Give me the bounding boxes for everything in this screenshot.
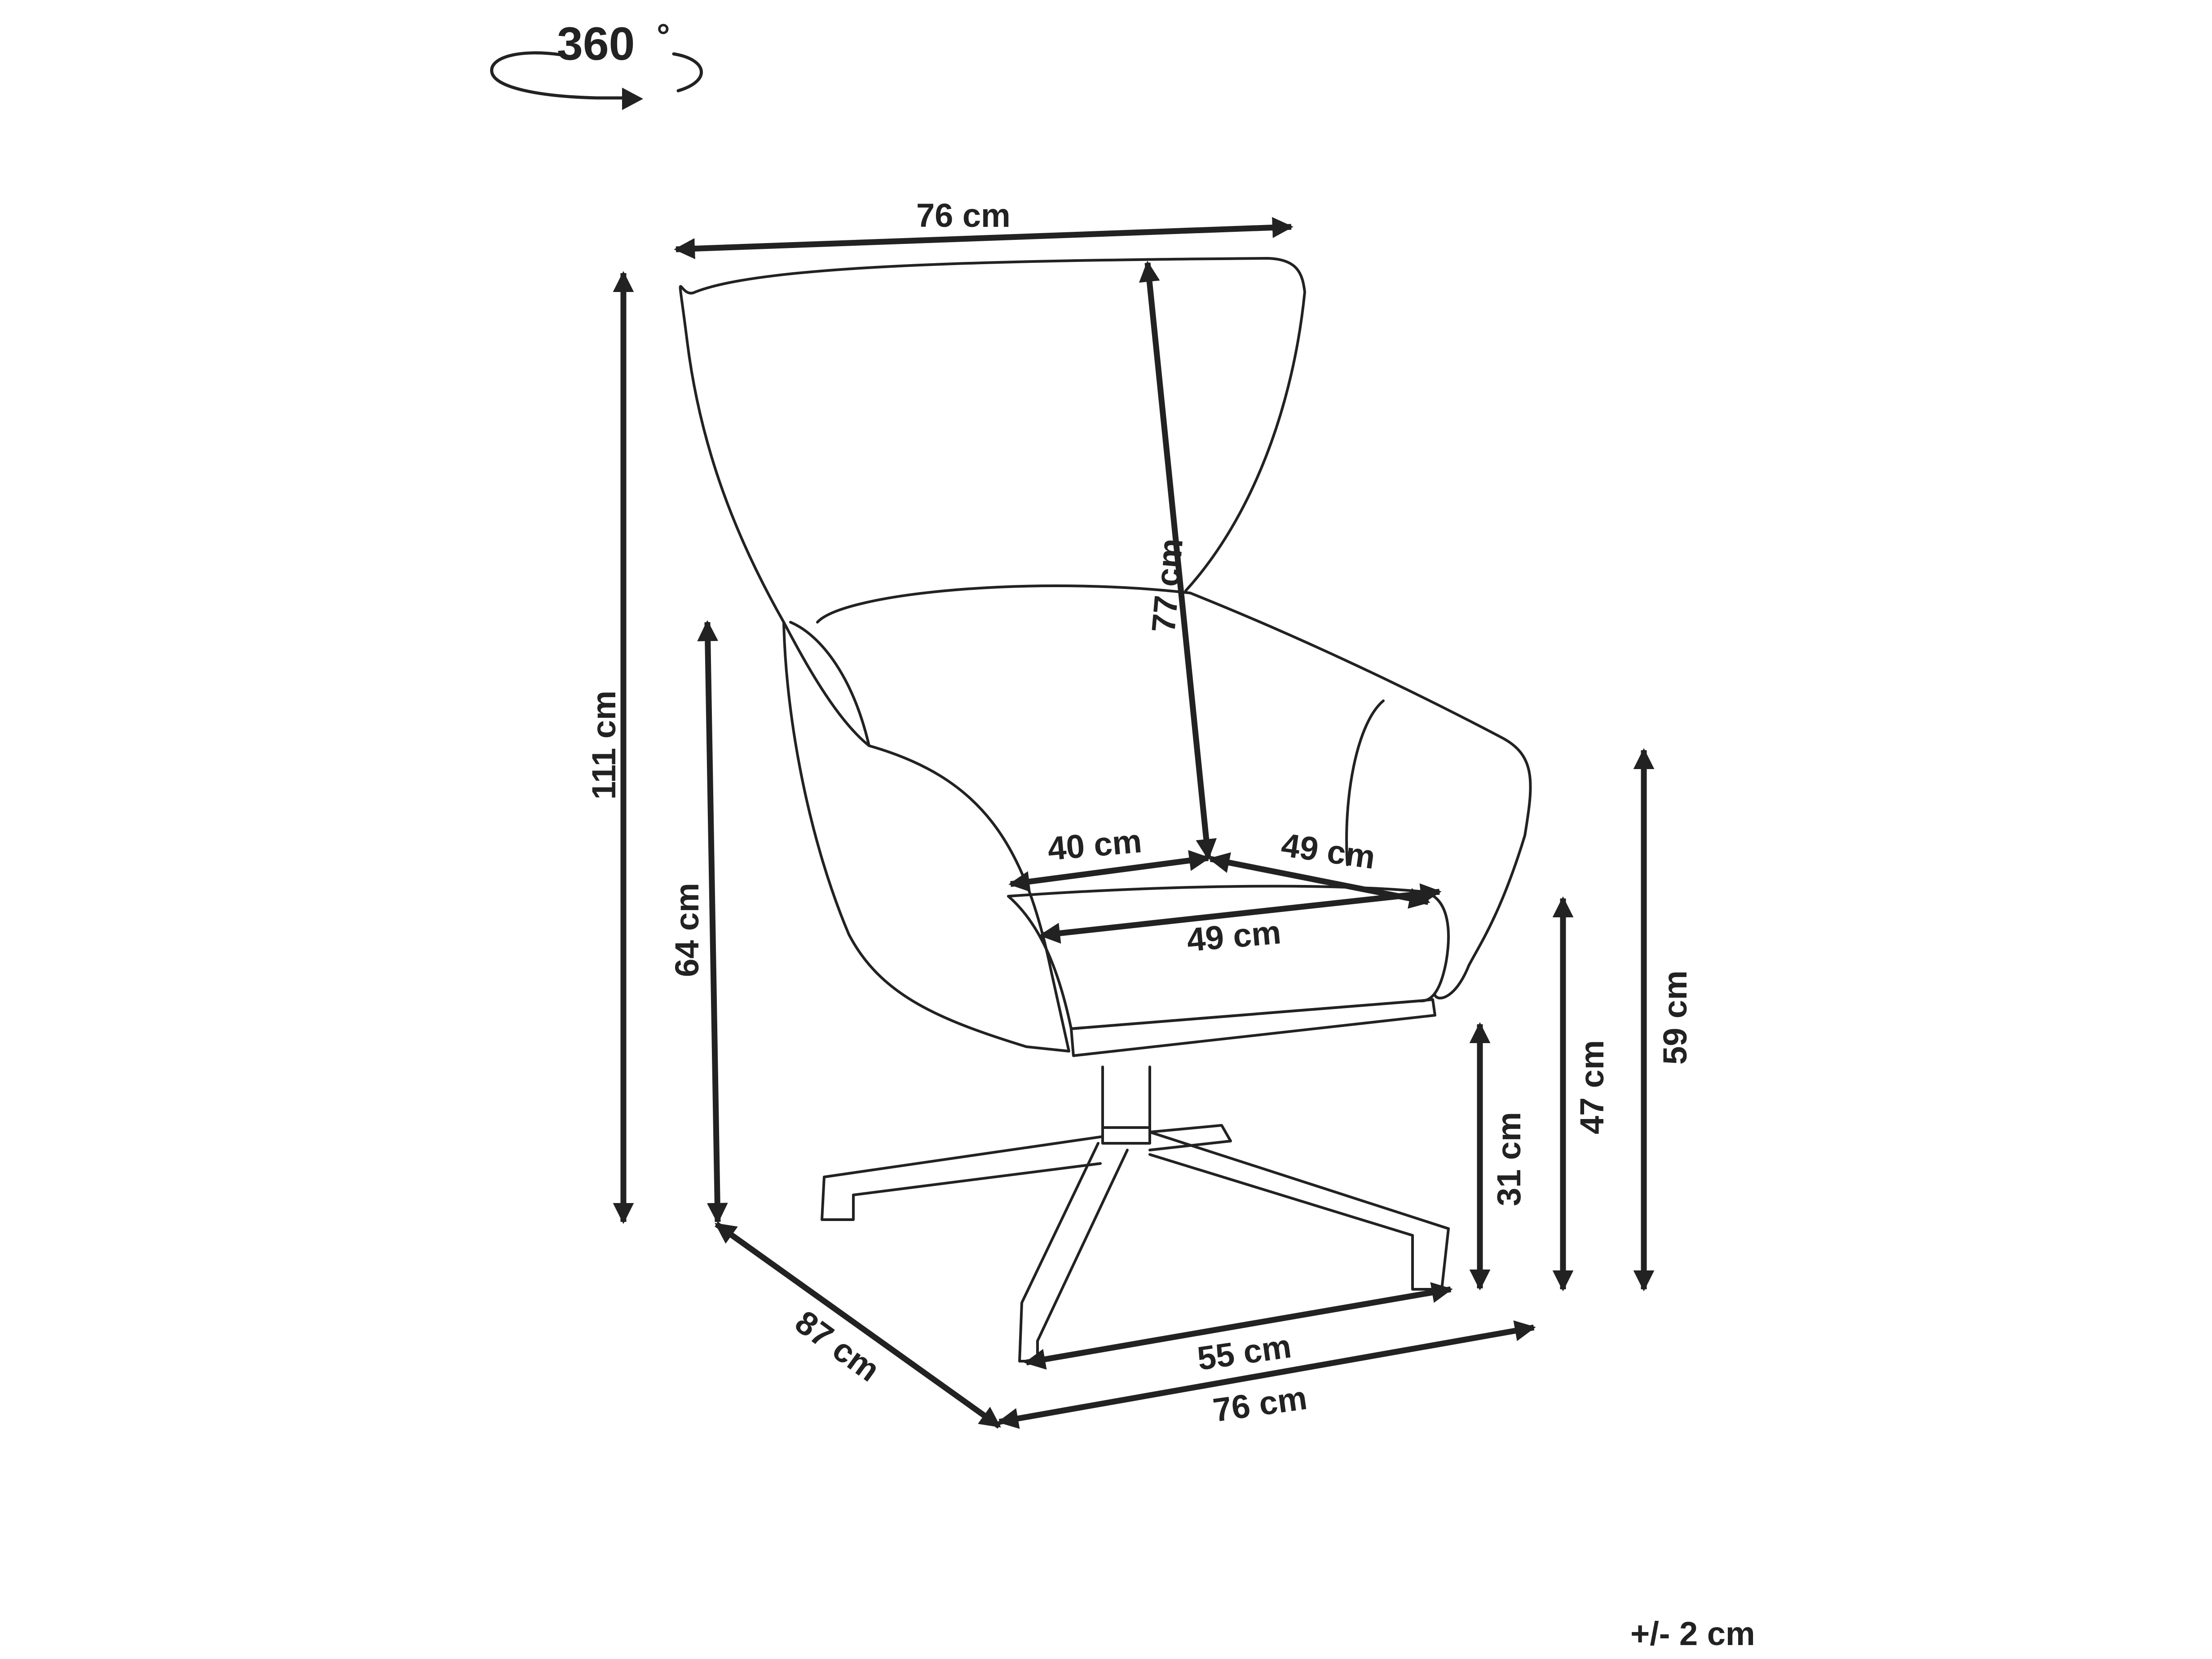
label-armrest-height: 64 cm [668,883,706,977]
right-arm [1189,592,1532,1000]
label-back-width: 76 cm [916,197,1011,234]
right-arm-inner [1345,699,1385,866]
dim-line-seat-depth-front [1008,850,1210,892]
leg-front [1018,1142,1129,1363]
label-arm-top-height: 59 cm [1656,970,1694,1065]
backrest [679,257,1306,624]
dimension-lines [613,217,1655,1429]
dim-line-armrest-height [697,620,728,1224]
left-arm [782,621,1070,1053]
leg-left [821,1135,1104,1221]
dim-line-seat-width [1039,883,1442,944]
dim-line-depth [715,1221,1001,1429]
dim-line-bottom-width [997,1320,1536,1429]
seat-cushion [1007,885,1450,1030]
label-bottom-width: 76 cm [1211,1379,1309,1429]
label-seat-depth-side: 49 cm [1279,826,1378,876]
leg-right [1148,1131,1450,1291]
tolerance-note: +/- 2 cm [1630,1615,1755,1652]
dim-line-backrest-height [1139,261,1217,860]
label-backrest-height: 77 cm [1144,537,1190,634]
left-arm-inner [789,621,870,747]
label-seat-height: 47 cm [1573,1040,1611,1134]
rotate-360-icon: 360 ° [490,17,703,110]
label-seat-width: 49 cm [1185,913,1282,959]
leg-back [1148,1124,1232,1151]
chair-drawing [679,257,1532,1363]
label-base-height: 31 cm [1490,1112,1528,1206]
seat-back-cushion [816,584,1192,624]
label-depth: 87 cm [789,1303,887,1389]
post [1101,1066,1151,1145]
label-total-height: 111 cm [585,690,623,800]
rotation-label: 360 [557,18,635,70]
dim-line-back-width [674,217,1294,259]
seat-bottom [1070,998,1436,1057]
label-seat-depth-front: 40 cm [1046,822,1143,867]
degree-symbol: ° [657,17,670,54]
